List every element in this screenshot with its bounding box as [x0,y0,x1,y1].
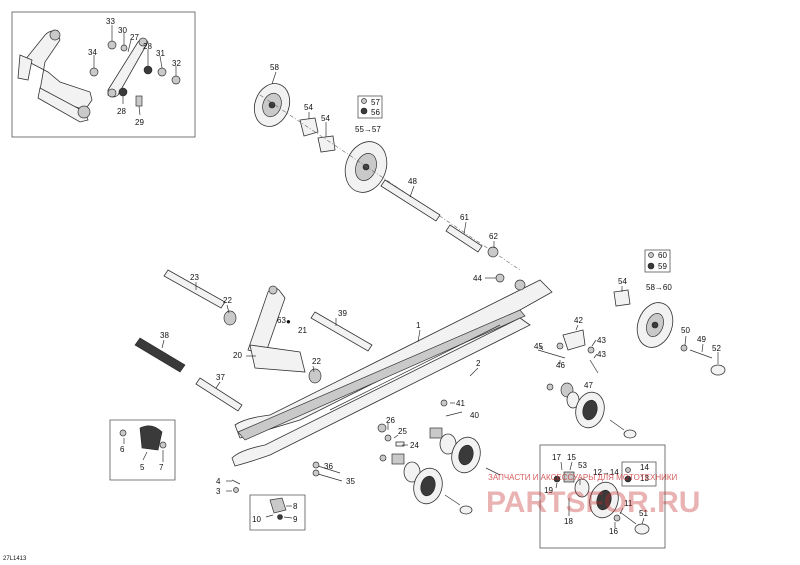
callout-18: 18 [564,517,573,526]
callout-30: 30 [118,26,127,35]
callout-49: 49 [697,335,706,344]
callout-63: 63 [277,316,286,325]
callout-34: 34 [88,48,97,57]
callout-14: 14 [640,463,649,472]
watermark-tagline: ЗАПЧАСТИ И АКСЕССУАРЫ ДЛЯ МОТОТЕХНИКИ [488,473,678,482]
callout-32: 32 [172,59,181,68]
callout-54-b: 54 [321,114,330,123]
callout-28: 28 [143,42,152,51]
callout-22-b: 22 [312,357,321,366]
callout-36: 36 [324,462,333,471]
diagram-code: 27L1413 [3,556,27,562]
callout-43-b: 43 [597,350,606,359]
callout-24: 24 [410,441,419,450]
callout-9: 9 [293,515,298,524]
callout-7: 7 [159,463,164,472]
callout-54-c: 54 [618,277,627,286]
lower-wheel-group: 26 25 24 41 40 [377,273,637,515]
front-arm-assembly: ● 23 22 63 21 39 38 20 22 37 [134,269,373,412]
callout-40: 40 [470,411,479,420]
callout-59: 59 [658,262,667,271]
callout-17: 17 [552,453,561,462]
callout-5: 5 [140,463,145,472]
callout-8: 8 [293,502,298,511]
watermark-logo: PARTSFOR.RU [486,486,700,519]
callout-52: 52 [712,344,721,353]
callout-29: 29 [135,118,144,127]
callout-47: 47 [584,381,593,390]
callout-50: 50 [681,326,690,335]
callout-2: 2 [476,359,481,368]
callout-33: 33 [106,17,115,26]
callout-37: 37 [216,373,225,382]
callout-38: 38 [160,331,169,340]
callout-26: 26 [386,416,395,425]
callout-16: 16 [609,527,618,536]
callout-22-a: 22 [223,296,232,305]
callout-58-60: 58→60 [646,283,672,292]
callout-19: 19 [544,486,553,495]
callout-62: 62 [489,232,498,241]
callout-10: 10 [252,515,261,524]
inset-rear-wheel: 17 15 53 19 18 12→14 14 13 11 16 51 [539,444,666,549]
callout-3: 3 [216,487,221,496]
callout-1: 1 [416,321,421,330]
rail-end-parts: 4 3 8 9 10 36 35 [216,461,355,531]
glue-drop-icon: ● [286,317,291,326]
callout-20: 20 [233,351,242,360]
callout-43-a: 43 [597,336,606,345]
callout-11: 11 [624,499,633,508]
callout-55-57: 55→57 [355,125,381,134]
callout-57: 57 [371,98,380,107]
right-idler-wheel: 54 60 59 58→60 50 49 52 [613,249,726,376]
callout-60: 60 [658,251,667,260]
callout-53: 53 [578,461,587,470]
callout-27: 27 [130,33,139,42]
callout-13: 13 [640,474,649,483]
callout-21: 21 [298,326,307,335]
callout-23: 23 [190,273,199,282]
slide-rails: 1 2 [231,279,553,467]
callout-39: 39 [338,309,347,318]
watermark: ЗАПЧАСТИ И АКСЕССУАРЫ ДЛЯ МОТОТЕХНИКИ PA… [486,473,700,519]
callout-45: 45 [534,342,543,351]
callout-51: 51 [639,509,648,518]
callout-42: 42 [574,316,583,325]
callout-56: 56 [371,108,380,117]
callout-4: 4 [216,477,221,486]
callout-35: 35 [346,477,355,486]
callout-41: 41 [456,399,465,408]
callout-61: 61 [460,213,469,222]
callout-12-14: 12→14 [593,468,619,477]
inset-slider-block: 6 5 7 [109,419,176,481]
callout-25: 25 [398,427,407,436]
upper-idler-wheels: 58 54 54 57 56 55→57 48 61 62 [253,63,521,271]
part-33 [107,40,117,50]
callout-6: 6 [120,445,125,454]
callout-31: 31 [156,49,165,58]
callout-54-a: 54 [304,103,313,112]
callout-28-lower: 28 [117,107,126,116]
callout-48: 48 [408,177,417,186]
callout-58: 58 [270,63,279,72]
callout-15: 15 [567,453,576,462]
callout-46: 46 [556,361,565,370]
callout-44: 44 [473,274,482,283]
inset-top-left: 33 30 27 28 31 32 34 28 29 [11,11,196,138]
